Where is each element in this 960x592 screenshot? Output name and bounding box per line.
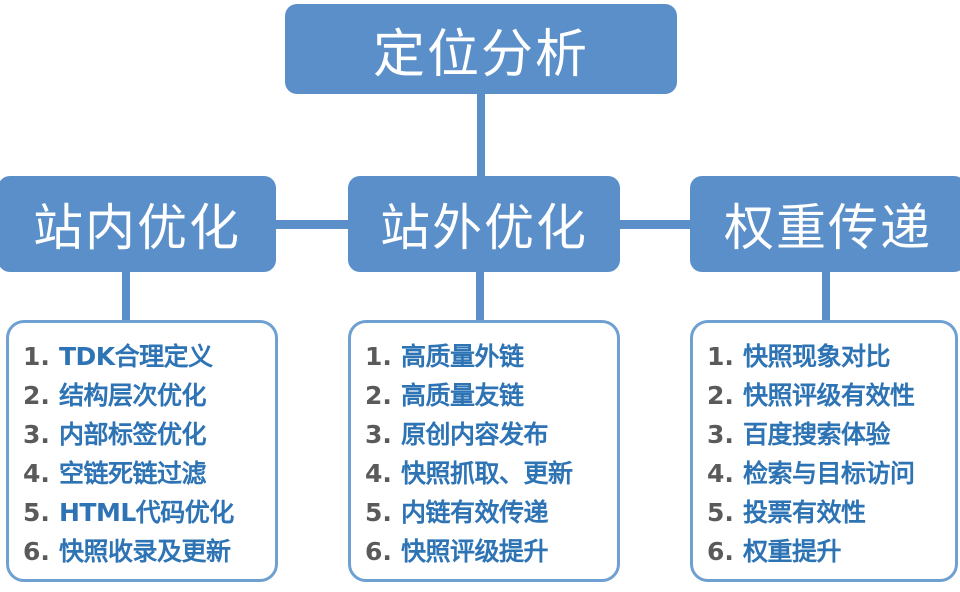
list-item: 5. 内链有效传递: [365, 493, 607, 532]
list-item: 3. 原创内容发布: [365, 415, 607, 454]
list-item-number: 1.: [23, 342, 50, 371]
list-item: 1. TDK合理定义: [23, 337, 265, 376]
list-item-number: 6.: [365, 537, 392, 566]
list-item: 6. 快照收录及更新: [23, 532, 265, 571]
node-branch-onsite: 站内优化: [0, 176, 276, 272]
list-panel-offsite: 1. 高质量外链 2. 高质量友链 3. 原创内容发布 4. 快照抓取、更新 5…: [348, 320, 620, 582]
list-item: 2. 结构层次优化: [23, 376, 265, 415]
connector-title-to-center: [477, 88, 485, 184]
connector-branch3-to-list3: [822, 266, 830, 322]
list-item-number: 6.: [707, 537, 734, 566]
list-item-label: 原创内容发布: [401, 420, 549, 449]
list-item: 4. 空链死链过滤: [23, 454, 265, 493]
list-item-label: 结构层次优化: [59, 381, 207, 410]
list-panel-weight: 1. 快照现象对比 2. 快照评级有效性 3. 百度搜索体验 4. 检索与目标访…: [690, 320, 958, 582]
list-item-label: HTML代码优化: [59, 498, 234, 527]
list-item: 2. 高质量友链: [365, 376, 607, 415]
list-weight: 1. 快照现象对比 2. 快照评级有效性 3. 百度搜索体验 4. 检索与目标访…: [707, 337, 945, 571]
list-onsite: 1. TDK合理定义 2. 结构层次优化 3. 内部标签优化 4. 空链死链过滤…: [23, 337, 265, 571]
list-item-number: 5.: [23, 498, 50, 527]
list-item-label: 空链死链过滤: [59, 459, 207, 488]
list-item: 1. 快照现象对比: [707, 337, 945, 376]
list-item-number: 1.: [707, 342, 734, 371]
list-item-number: 6.: [23, 537, 50, 566]
list-item: 6. 权重提升: [707, 532, 945, 571]
list-item-label: 高质量友链: [401, 381, 524, 410]
list-item-label: 快照评级有效性: [743, 381, 915, 410]
node-branch-offsite: 站外优化: [348, 176, 620, 272]
list-item-number: 5.: [365, 498, 392, 527]
list-item-label: 检索与目标访问: [743, 459, 915, 488]
node-branch-weight: 权重传递: [690, 176, 960, 272]
list-item-number: 2.: [23, 381, 50, 410]
list-offsite: 1. 高质量外链 2. 高质量友链 3. 原创内容发布 4. 快照抓取、更新 5…: [365, 337, 607, 571]
list-item: 3. 内部标签优化: [23, 415, 265, 454]
connector-center-to-right: [612, 220, 698, 229]
list-item-number: 5.: [707, 498, 734, 527]
list-item-number: 4.: [365, 459, 392, 488]
list-item-number: 1.: [365, 342, 392, 371]
list-item: 2. 快照评级有效性: [707, 376, 945, 415]
list-item-label: 百度搜索体验: [743, 420, 891, 449]
list-item: 3. 百度搜索体验: [707, 415, 945, 454]
list-item-label: 投票有效性: [743, 498, 866, 527]
list-item-number: 2.: [365, 381, 392, 410]
list-panel-onsite: 1. TDK合理定义 2. 结构层次优化 3. 内部标签优化 4. 空链死链过滤…: [6, 320, 278, 582]
list-item: 4. 检索与目标访问: [707, 454, 945, 493]
list-item: 5. HTML代码优化: [23, 493, 265, 532]
list-item-number: 4.: [23, 459, 50, 488]
connector-branch2-to-list2: [476, 266, 484, 324]
list-item-label: 权重提升: [743, 537, 842, 566]
connector-branch1-to-list1: [122, 266, 130, 328]
list-item-number: 3.: [707, 420, 734, 449]
list-item: 5. 投票有效性: [707, 493, 945, 532]
connector-center-to-left: [268, 220, 356, 229]
list-item-number: 2.: [707, 381, 734, 410]
list-item-label: 高质量外链: [401, 342, 524, 371]
list-item: 6. 快照评级提升: [365, 532, 607, 571]
list-item-label: 快照评级提升: [401, 537, 549, 566]
list-item-label: 内部标签优化: [59, 420, 207, 449]
node-title: 定位分析: [285, 4, 677, 94]
list-item-label: TDK合理定义: [59, 342, 213, 371]
list-item-number: 3.: [365, 420, 392, 449]
list-item-label: 快照抓取、更新: [401, 459, 573, 488]
list-item-label: 快照收录及更新: [59, 537, 231, 566]
list-item-number: 4.: [707, 459, 734, 488]
list-item-label: 快照现象对比: [743, 342, 891, 371]
list-item: 1. 高质量外链: [365, 337, 607, 376]
list-item: 4. 快照抓取、更新: [365, 454, 607, 493]
list-item-number: 3.: [23, 420, 50, 449]
list-item-label: 内链有效传递: [401, 498, 549, 527]
